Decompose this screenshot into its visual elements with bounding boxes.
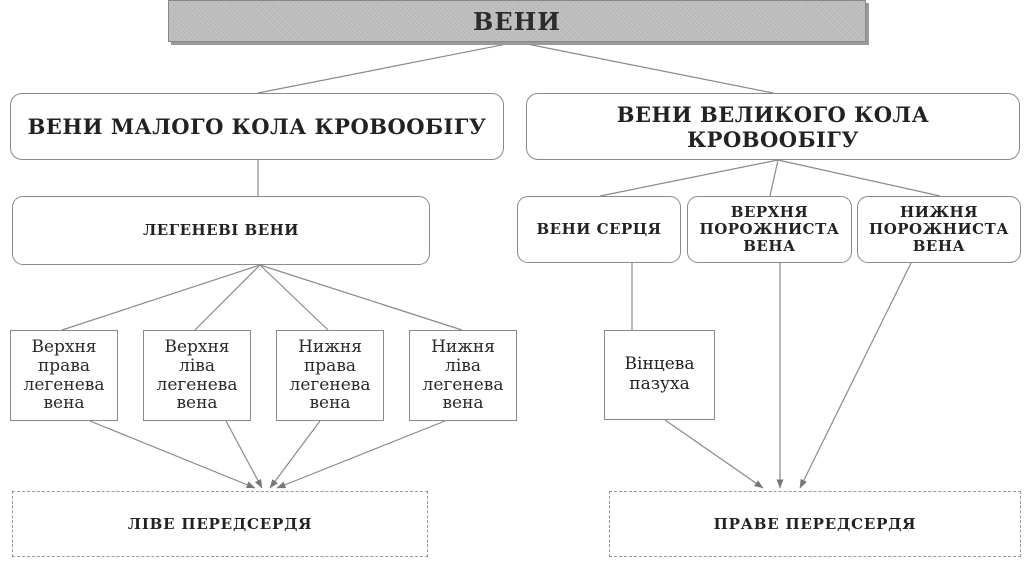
left-atrium-label: ЛІВЕ ПЕРЕДСЕРДЯ (127, 515, 313, 533)
coronary-sinus-box: Вінцева пазуха (604, 330, 715, 420)
vein-inferior-left-line-4: вена (442, 393, 484, 414)
arrow-vein-2-to-left-atrium (225, 420, 263, 489)
vein-inferior-right-line-2: права (303, 355, 357, 376)
vein-superior-right-line-3: легенева (23, 374, 105, 395)
line-large-circle-to-inferior-vc (777, 159, 941, 197)
superior-vena-cava-line-3: ВЕНА (743, 237, 796, 256)
arrow-vein-1-to-left-atrium (89, 420, 256, 489)
vein-superior-left-line-3: легенева (156, 374, 238, 395)
vein-superior-right-line-2: права (37, 355, 91, 376)
large-circulation-box: ВЕНИ ВЕЛИКОГО КОЛА КРОВООБІГУ (526, 93, 1020, 160)
heart-veins-label: ВЕНИ СЕРЦЯ (536, 219, 662, 238)
line-pulmonary-to-vein-2 (194, 264, 261, 331)
vein-superior-left-line-4: вена (176, 393, 218, 414)
heart-veins-box: ВЕНИ СЕРЦЯ (517, 196, 681, 263)
pulmonary-veins-label: ЛЕГЕНЕВІ ВЕНИ (143, 220, 299, 239)
coronary-sinus-line-1: Вінцева (624, 354, 695, 375)
large-circulation-label: ВЕНИ ВЕЛИКОГО КОЛА КРОВООБІГУ (616, 101, 930, 152)
superior-vena-cava-box: ВЕРХНЯ ПОРОЖНИСТА ВЕНА (687, 196, 852, 263)
superior-vena-cava-line-1: ВЕРХНЯ (730, 202, 809, 221)
right-atrium-label: ПРАВЕ ПЕРЕДСЕРДЯ (713, 515, 917, 533)
arrow-vein-4-to-left-atrium (276, 420, 446, 489)
vein-inferior-right-line-3: легенева (289, 374, 371, 395)
diagram-title: ВЕНИ (168, 0, 866, 42)
pulmonary-veins-box: ЛЕГЕНЕВІ ВЕНИ (12, 196, 430, 265)
line-pulmonary-to-vein-1 (61, 264, 261, 331)
vein-inferior-left-line-3: легенева (422, 374, 504, 395)
line-pulmonary-to-vein-3 (259, 264, 329, 331)
vein-superior-right-line-4: вена (43, 393, 85, 414)
vein-inferior-right: Нижня права легенева вена (276, 330, 384, 421)
small-circulation-label: ВЕНИ МАЛОГО КОЛА КРОВООБІГУ (27, 114, 487, 139)
vein-inferior-right-line-1: Нижня (298, 337, 362, 358)
coronary-sinus-line-2: пазуха (629, 374, 690, 394)
vein-inferior-right-line-4: вена (309, 393, 351, 414)
right-atrium-box: ПРАВЕ ПЕРЕДСЕРДЯ (609, 491, 1021, 557)
small-circulation-box: ВЕНИ МАЛОГО КОЛА КРОВООБІГУ (10, 93, 504, 160)
diagram-title-text: ВЕНИ (473, 6, 561, 36)
vein-inferior-left-line-1: Нижня (431, 337, 495, 358)
arrow-vein-3-to-left-atrium (269, 420, 321, 489)
vein-superior-left: Верхня ліва легенева вена (143, 330, 251, 421)
superior-vena-cava-line-2: ПОРОЖНИСТА (699, 219, 840, 238)
line-large-circle-to-heart-veins (599, 159, 779, 197)
inferior-vena-cava-line-2: ПОРОЖНИСТА (869, 219, 1009, 238)
line-pulmonary-to-vein-4 (259, 264, 463, 331)
vein-superior-right-line-1: Верхня (31, 337, 97, 358)
vein-superior-right: Верхня права легенева вена (10, 330, 118, 421)
inferior-vena-cava-line-1: НИЖНЯ (900, 202, 978, 221)
inferior-vena-cava-line-3: ВЕНА (912, 237, 966, 256)
left-atrium-box: ЛІВЕ ПЕРЕДСЕРДЯ (12, 491, 428, 557)
arrow-inferior-vc-to-right-atrium (799, 262, 912, 489)
vein-inferior-left: Нижня ліва легенева вена (409, 330, 517, 421)
vein-superior-left-line-1: Верхня (164, 337, 230, 358)
inferior-vena-cava-box: НИЖНЯ ПОРОЖНИСТА ВЕНА (857, 196, 1021, 263)
line-large-circle-to-superior-vc (769, 159, 779, 197)
arrow-sinus-to-right-atrium (664, 419, 764, 489)
vein-inferior-left-line-2: ліва (445, 355, 481, 376)
vein-superior-left-line-2: ліва (179, 355, 215, 376)
line-title-to-small-circle (257, 41, 518, 94)
line-title-to-large-circle (516, 41, 774, 94)
